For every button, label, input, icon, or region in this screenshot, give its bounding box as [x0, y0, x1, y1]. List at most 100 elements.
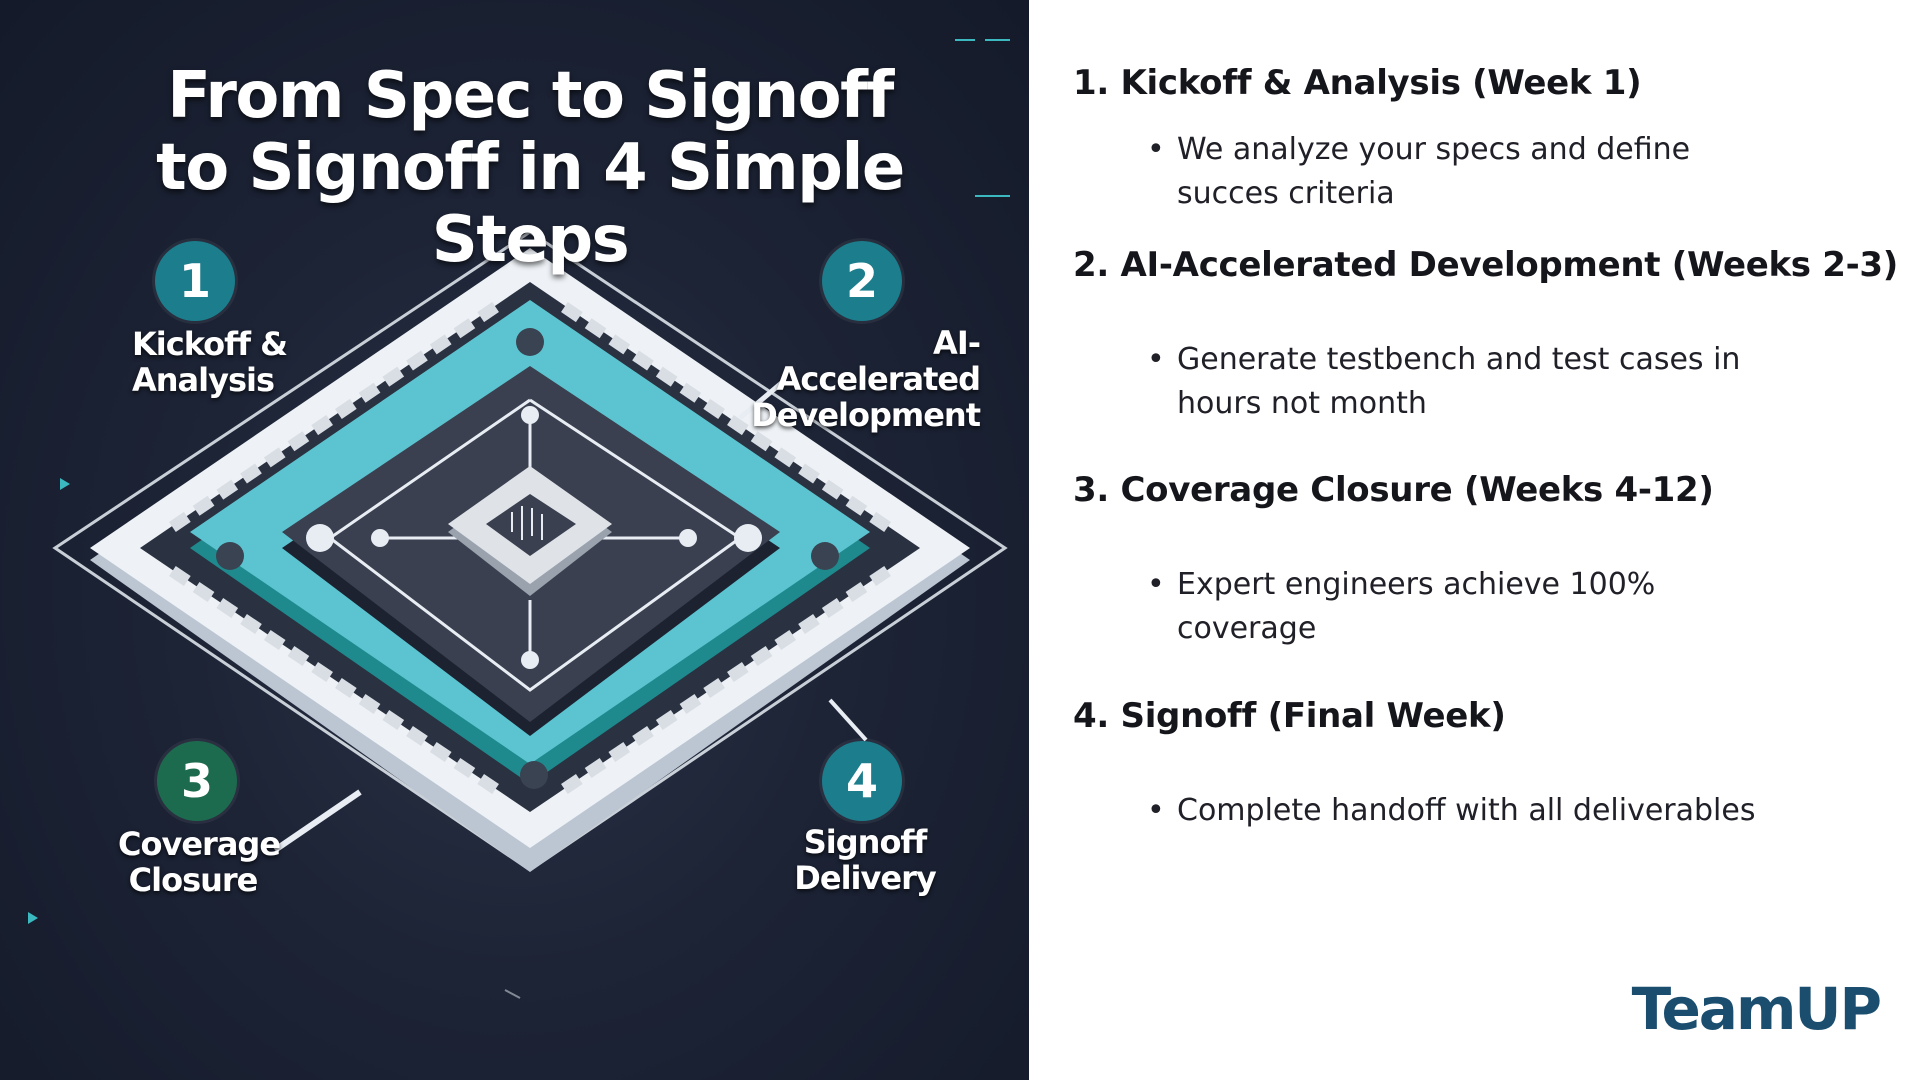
chip-pin	[821, 597, 844, 619]
chip-pin	[406, 350, 428, 371]
chip-pin	[655, 366, 678, 387]
chip-pin	[869, 511, 891, 532]
chip-pin	[584, 757, 607, 779]
chip-pin	[382, 709, 405, 731]
hero-title-line-2: to Signoff in 4 Simple Steps	[156, 131, 905, 277]
chip-pin	[429, 741, 452, 763]
section-3-bullet: • Expert engineers achieve 100% coverage	[1147, 563, 1777, 651]
deco-line	[504, 989, 521, 999]
chip-pin	[727, 415, 749, 436]
chip-pin	[774, 629, 797, 651]
chip-pin	[240, 463, 262, 484]
substrate-screw	[520, 761, 548, 789]
section-2-bullet-text: Generate testbench and test cases in hou…	[1177, 342, 1741, 421]
substrate-screw	[516, 328, 544, 356]
step-4-label: Signoff Delivery	[790, 824, 940, 896]
chip-pin	[382, 366, 405, 387]
section-1-heading: 1. Kickoff & Analysis (Week 1)	[1073, 63, 1642, 103]
chip-pin	[703, 398, 725, 419]
chip-pin	[655, 709, 678, 731]
chip-pin	[798, 613, 820, 635]
chip-pin	[679, 693, 702, 715]
chip-pin	[453, 757, 476, 779]
chip-pin	[169, 511, 191, 532]
step-1-label: Kickoff & Analysis	[132, 325, 288, 399]
section-1-bullet: • We analyze your specs and define succe…	[1147, 128, 1777, 216]
section-3-heading: 3. Coverage Closure (Weeks 4-12)	[1073, 470, 1714, 510]
bullet-dot: •	[1147, 793, 1165, 828]
step-1-label-line-2: Analysis	[132, 361, 275, 399]
chip-pin	[406, 725, 428, 747]
step-2-label: AI-Accelerated Development	[746, 324, 981, 434]
chip-pin	[750, 431, 773, 452]
substrate-screw	[811, 542, 839, 570]
chip-pin	[263, 629, 286, 651]
step-2-label-line-2: Development	[751, 396, 981, 434]
chip-pin	[632, 725, 654, 747]
chip-pin	[845, 495, 868, 516]
chip-pin	[287, 431, 310, 452]
section-4-heading: 4. Signoff (Final Week)	[1073, 696, 1506, 736]
chip-pin	[216, 597, 239, 619]
chip-pin	[453, 318, 476, 339]
chip-pin	[608, 741, 631, 763]
section-2-bullet: • Generate testbench and test cases in h…	[1147, 338, 1777, 426]
teamup-logo: TeamUP	[1631, 975, 1882, 1043]
step-4-label-line-1: Signoff	[803, 823, 928, 861]
step-2-label-line-1: AI-Accelerated	[776, 324, 981, 398]
bullet-dot: •	[1147, 567, 1165, 602]
step-4-label-line-2: Delivery	[794, 859, 936, 897]
section-1-bullet-text: We analyze your specs and define succes …	[1177, 132, 1691, 211]
chip-pin	[679, 382, 702, 403]
chip-pin	[632, 350, 654, 371]
chip-pins	[169, 302, 891, 795]
hero-title-line-1: From Spec to Signoff	[167, 59, 894, 133]
step-3-badge: 3	[157, 741, 237, 821]
chip-pin	[869, 565, 891, 587]
deco-triangle	[28, 912, 38, 924]
chip-pin	[608, 334, 631, 355]
chip-pin	[750, 645, 773, 667]
chip-pin	[845, 581, 868, 603]
chip-pin	[477, 773, 499, 795]
step-3-label: Coverage Closure	[118, 825, 281, 898]
chip-pin	[584, 318, 607, 339]
chip-pin	[240, 613, 262, 635]
connector-step-2	[738, 378, 787, 420]
section-4-bullet: • Complete handoff with all deliverables	[1147, 789, 1777, 833]
chip-pin	[358, 693, 381, 715]
chip-illustration	[28, 39, 1010, 999]
bullet-dot: •	[1147, 342, 1165, 377]
chip-pin	[287, 645, 310, 667]
section-3-bullet-text: Expert engineers achieve 100% coverage	[1177, 567, 1656, 646]
chip-pin	[477, 302, 499, 323]
chip-pin	[169, 565, 191, 587]
connector-step-4	[828, 698, 868, 742]
diagram-panel: From Spec to Signoff to Signoff in 4 Sim…	[0, 0, 1029, 1080]
step-1-label-line-1: Kickoff &	[132, 325, 288, 363]
hero-title: From Spec to Signoff to Signoff in 4 Sim…	[60, 60, 1000, 276]
bullet-dot: •	[1147, 132, 1165, 167]
chip-pin	[192, 581, 215, 603]
chip-pin	[335, 398, 357, 419]
step-3-label-line-1: Coverage	[118, 825, 281, 863]
substrate-screw	[216, 542, 244, 570]
chip-pin	[311, 415, 333, 436]
chip-pin	[311, 661, 333, 683]
section-4-bullet-text: Complete handoff with all deliverables	[1177, 793, 1756, 828]
chip-pin	[798, 463, 820, 484]
connector-step-3	[273, 789, 362, 853]
circuit-nodes	[306, 406, 762, 669]
chip-pin	[192, 495, 215, 516]
chip-pin	[216, 479, 239, 500]
deco-triangle	[60, 478, 70, 490]
step-1-badge: 1	[155, 241, 235, 321]
step-4-badge: 4	[822, 741, 902, 821]
chip-pin	[727, 661, 749, 683]
chip-pin	[263, 447, 286, 468]
chip-pin	[561, 773, 583, 795]
chip-pin	[335, 677, 357, 699]
chip-pin	[821, 479, 844, 500]
chip-pin	[429, 334, 452, 355]
chip-pin	[774, 447, 797, 468]
